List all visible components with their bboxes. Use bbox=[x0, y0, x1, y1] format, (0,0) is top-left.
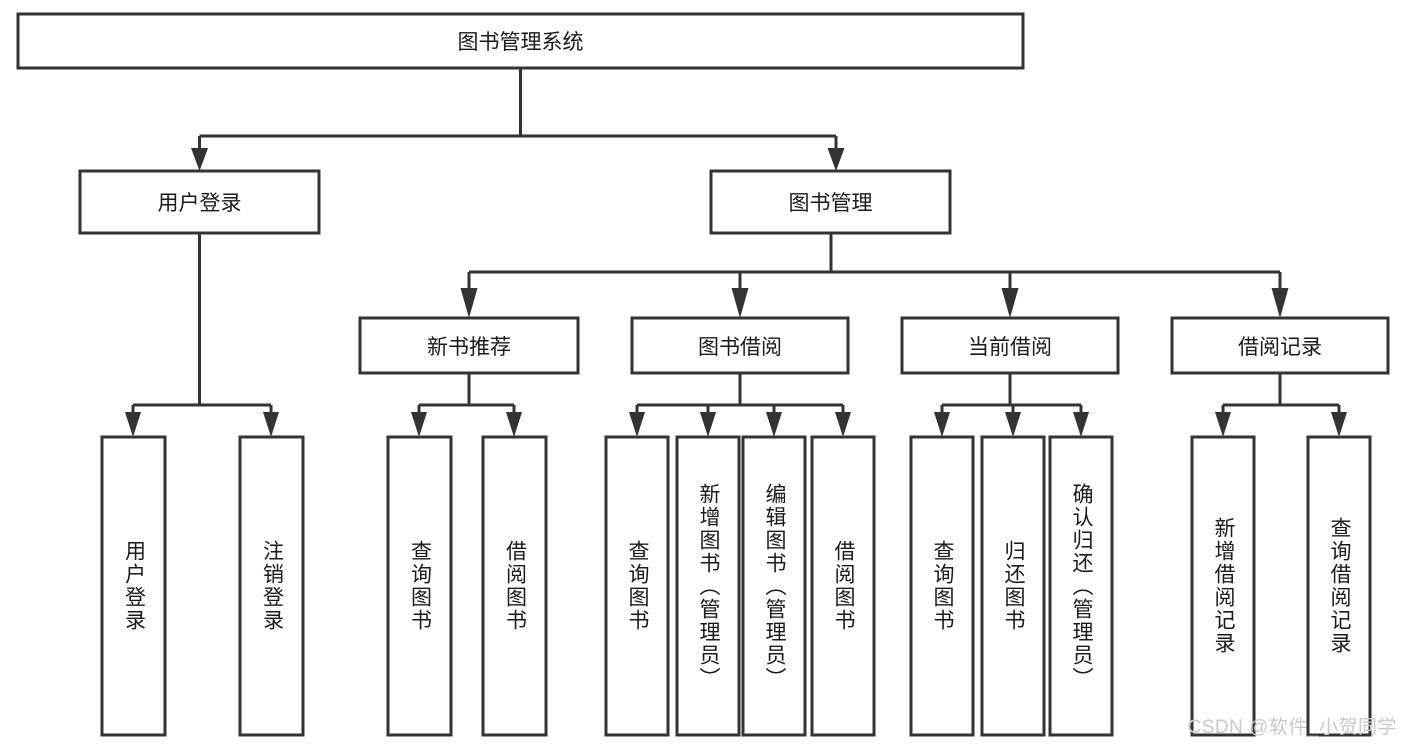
leaf-box-rec-add-record[interactable] bbox=[1190, 435, 1256, 737]
connector-userlogin-to-leaves bbox=[125, 233, 279, 437]
node-box-book-management[interactable] bbox=[709, 169, 952, 235]
csdn-watermark: CSDN @软件_小贺同学 bbox=[1187, 717, 1397, 738]
node-box-new-book-recommend[interactable] bbox=[358, 316, 580, 375]
node-box-user-login[interactable] bbox=[78, 169, 321, 235]
leaf-box-logout[interactable] bbox=[238, 435, 305, 737]
leaf-box-user-login[interactable] bbox=[100, 435, 167, 737]
leaf-box-bw-add-book[interactable] bbox=[675, 435, 741, 737]
connector-borrow-to-leaves bbox=[629, 373, 851, 437]
connector-bookmgmt-to-level2 bbox=[460, 233, 1289, 318]
leaf-box-cb-query-book[interactable] bbox=[909, 435, 975, 737]
leaf-box-nb-borrow-book[interactable] bbox=[481, 435, 548, 737]
node-box-current-borrow[interactable] bbox=[900, 316, 1120, 375]
leaf-box-bw-edit-book[interactable] bbox=[741, 435, 807, 737]
connector-current-to-leaves bbox=[934, 373, 1089, 437]
leaf-box-nb-query-book[interactable] bbox=[386, 435, 453, 737]
connector-record-to-leaves bbox=[1215, 373, 1347, 437]
leaf-box-cb-confirm-return[interactable] bbox=[1048, 435, 1114, 737]
connector-newbook-to-leaves bbox=[411, 373, 522, 437]
node-box-root[interactable] bbox=[16, 12, 1025, 70]
connector-root-to-level1 bbox=[191, 68, 845, 171]
node-box-book-borrow[interactable] bbox=[630, 316, 850, 375]
leaf-box-rec-query-record[interactable] bbox=[1306, 435, 1372, 737]
leaf-box-bw-borrow-book[interactable] bbox=[810, 435, 876, 737]
leaf-box-bw-query-book[interactable] bbox=[604, 435, 670, 737]
leaf-box-cb-return-book[interactable] bbox=[980, 435, 1046, 737]
node-box-borrow-record[interactable] bbox=[1170, 316, 1390, 375]
